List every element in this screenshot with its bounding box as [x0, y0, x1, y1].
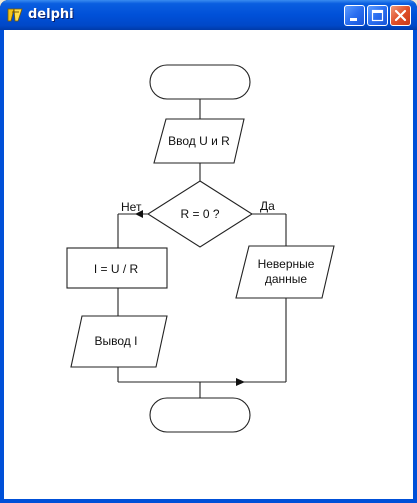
window-frame-bottom	[0, 499, 417, 503]
title-bar[interactable]: delphi	[0, 0, 417, 30]
error-label-line2: данные	[265, 272, 308, 286]
no-arrow-head	[135, 210, 143, 218]
window-frame-left	[0, 30, 4, 503]
error-label-line1: Неверные	[258, 257, 315, 271]
calc-label: I = U / R	[94, 262, 139, 276]
yes-label: Да	[260, 199, 275, 213]
close-button[interactable]	[390, 5, 411, 26]
maximize-icon	[371, 9, 384, 22]
end-terminator	[149, 397, 251, 433]
error-parallelogram	[235, 245, 335, 299]
flowchart: Ввод U и R R = 0 ? Нет Да I = U / R Выво…	[66, 64, 335, 433]
output-parallelogram	[70, 315, 168, 368]
delphi-app-icon	[7, 8, 23, 22]
maximize-button[interactable]	[367, 5, 388, 26]
window-frame-right	[413, 30, 417, 503]
client-area: Ввод U и R R = 0 ? Нет Да I = U / R Выво…	[4, 30, 413, 499]
merge-arrow-head	[236, 378, 245, 386]
calc-process	[66, 247, 168, 289]
input-label: Ввод U и R	[168, 134, 230, 148]
start-terminator	[149, 64, 251, 100]
minimize-icon	[350, 18, 357, 21]
window-title: delphi	[28, 7, 74, 22]
minimize-button[interactable]	[344, 5, 365, 26]
decision-diamond	[146, 180, 254, 248]
close-icon	[394, 9, 407, 22]
output-label: Вывод I	[95, 334, 138, 348]
no-label: Нет	[121, 200, 142, 214]
input-parallelogram	[153, 118, 245, 164]
condition-label: R = 0 ?	[180, 207, 219, 221]
